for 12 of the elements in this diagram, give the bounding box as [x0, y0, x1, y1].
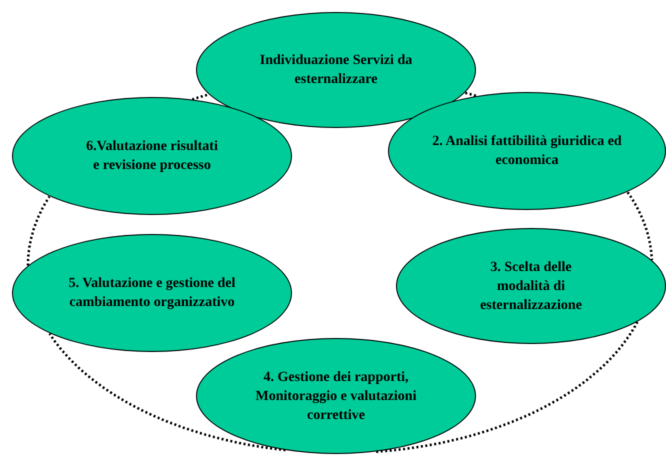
step-label: 5. Valutazione e gestione del cambiamento organizzativo — [68, 275, 236, 312]
step-label: Individuazione Servizi da esternalizzare — [258, 52, 414, 89]
step-label: 2. Analisi fattibilità giuridica ed economica — [431, 133, 623, 170]
step-label: 4. Gestione dei rapporti, Monitoraggio e valutazioni correttive — [254, 368, 418, 424]
dotted-connector — [191, 93, 210, 101]
step-label: 6.Valutazione risultati e revisione processo — [85, 138, 219, 175]
dotted-connector — [464, 92, 478, 98]
dotted-connector — [48, 332, 286, 452]
dotted-connector — [626, 191, 654, 261]
dotted-connector — [374, 321, 638, 454]
step-label: 3. Scelta delle modalità di esternalizzazione — [479, 258, 583, 314]
dotted-connector — [26, 196, 50, 266]
